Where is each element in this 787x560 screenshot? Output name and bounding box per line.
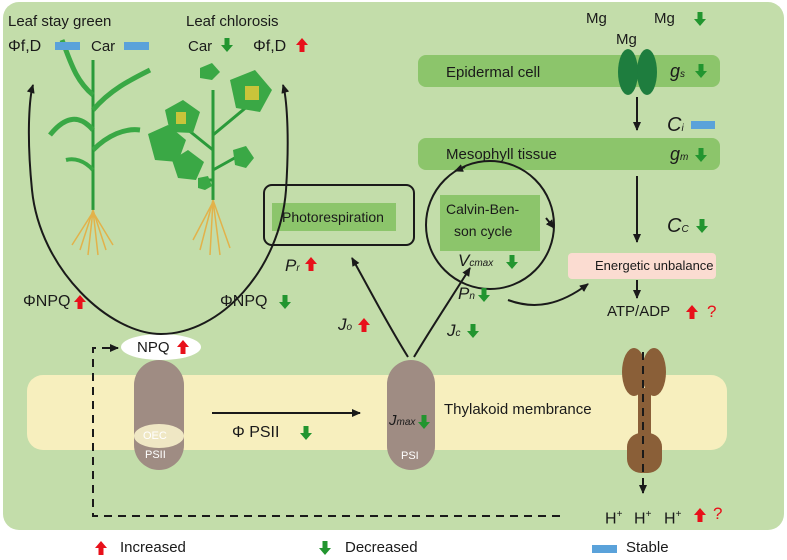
arrow-psi-to-photorespiration xyxy=(351,257,409,358)
pr-label: Pr xyxy=(285,256,300,275)
calvin-arrow-top xyxy=(454,164,466,172)
jmax-label: Jmax xyxy=(389,412,416,429)
car-label: Car xyxy=(188,38,213,55)
phi-fd-label: Φf,D xyxy=(253,38,287,55)
proton-label: H+ xyxy=(634,509,652,528)
atp-adp-label: ATP/ADP xyxy=(607,303,671,320)
mesophyll-tissue-label: Mesophyll tissue xyxy=(446,146,557,163)
psi-label: PSI xyxy=(401,450,419,462)
phi-psii-label: Φ PSII xyxy=(232,424,280,441)
stable-marker xyxy=(55,42,80,50)
cc-label: CC xyxy=(667,215,689,237)
vcmax-label: Vcmax xyxy=(458,251,494,270)
legend-stable-label: Stable xyxy=(626,539,669,556)
stomatal-channel-left xyxy=(618,49,638,95)
calvin-cycle-box xyxy=(440,195,540,251)
gm-label: gm xyxy=(670,144,689,164)
leaf-stay-green-label: Leaf stay green xyxy=(8,13,112,30)
legend-decreased-label: Decreased xyxy=(345,539,418,556)
atp-synthase-base xyxy=(627,433,662,473)
ci-label: Ci xyxy=(667,114,684,136)
photorespiration-box xyxy=(272,203,396,231)
atp-synthase-head-right xyxy=(642,348,666,396)
leaf-chlorosis-label: Leaf chlorosis xyxy=(186,13,279,30)
proton-label: H+ xyxy=(664,509,682,528)
pn-label: Pn xyxy=(458,284,475,303)
mg-channel-label: Mg xyxy=(616,31,637,48)
psi-body xyxy=(387,360,435,470)
oec-ellipse xyxy=(134,424,184,448)
oec-label: OEC xyxy=(143,430,167,442)
legend-increase-icon xyxy=(95,541,107,555)
energetic-unbalance-label: Energetic unbalance xyxy=(595,258,714,273)
mg-label: Mg xyxy=(654,10,675,27)
jc-label: Jc xyxy=(447,321,461,340)
phi-npq-label: ΦNPQ xyxy=(220,293,268,310)
arrow-psi-to-calvin xyxy=(413,267,471,358)
npq-label: NPQ xyxy=(137,339,170,356)
photorespiration-outline xyxy=(263,184,415,246)
arrow-pn-to-energetic xyxy=(507,283,589,306)
chlorosis-plant-icon xyxy=(148,63,272,256)
legend-increased-label: Increased xyxy=(120,539,186,556)
calvin-cycle-line1: Calvin-Ben- xyxy=(446,201,520,217)
photorespiration-label: Photorespiration xyxy=(282,209,384,225)
atp-synthase-head-left xyxy=(622,348,646,396)
thylakoid-membrane xyxy=(27,375,727,450)
stomatal-channel-right xyxy=(637,49,657,95)
thylakoid-label: Thylakoid membrance xyxy=(444,401,592,418)
phi-fd-label: Φf,D xyxy=(8,38,42,55)
stable-marker xyxy=(691,121,715,129)
phi-npq-label: ΦNPQ xyxy=(23,293,71,310)
question-mark: ? xyxy=(707,302,717,321)
calvin-arrow-right xyxy=(545,217,555,229)
energetic-unbalance-box xyxy=(568,253,716,279)
legend-stable-icon xyxy=(592,545,617,553)
jo-label: Jo xyxy=(338,315,353,334)
epidermal-cell-label: Epidermal cell xyxy=(446,64,541,81)
stable-marker xyxy=(124,42,149,50)
question-mark: ? xyxy=(713,504,723,523)
car-label: Car xyxy=(91,38,116,55)
calvin-cycle-line2: son cycle xyxy=(454,223,513,239)
gs-label: gs xyxy=(670,61,686,81)
mg-label: Mg xyxy=(586,10,607,27)
dashed-feedback-loop xyxy=(92,344,560,517)
proton-label: H+ xyxy=(605,509,623,528)
npq-u-arrow-right xyxy=(160,84,290,335)
npq-u-arrow xyxy=(26,84,162,335)
legend-decrease-icon xyxy=(319,541,331,555)
psii-label: PSII xyxy=(145,449,166,461)
